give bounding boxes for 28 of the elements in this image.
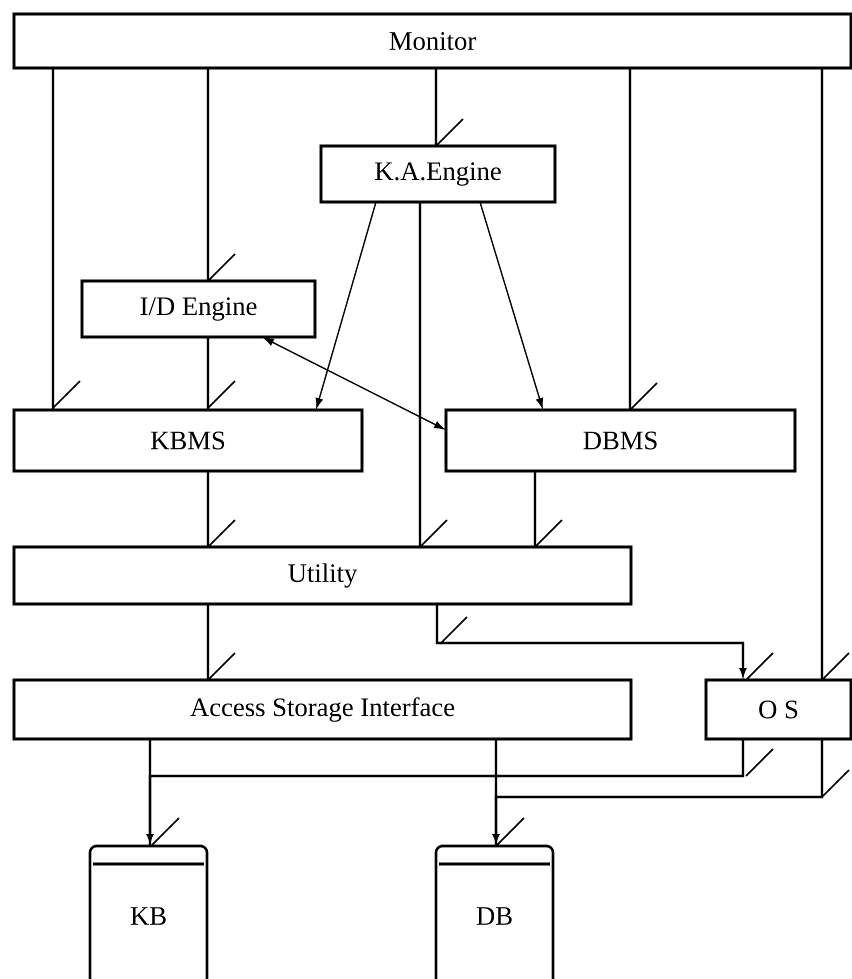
connector-line (52, 68, 54, 410)
arrow (316, 202, 377, 408)
connector-line (494, 739, 498, 846)
arrow (264, 338, 444, 430)
arrow (479, 202, 544, 408)
connector-line (148, 739, 152, 846)
box: K.A.Engine (320, 144, 556, 204)
cylinder: KB (88, 844, 208, 979)
connector-line (534, 471, 536, 547)
box: KBMS (12, 408, 364, 472)
arrow (436, 604, 746, 676)
connector-line (206, 337, 210, 410)
connector-line (206, 471, 210, 547)
box: I/D Engine (80, 280, 316, 338)
box: Monitor (12, 12, 852, 70)
connector-line (206, 604, 210, 680)
box: Access Storage Interface (12, 678, 632, 740)
box: Utility (12, 546, 632, 606)
connector-line (628, 68, 632, 410)
connector-line (820, 68, 824, 680)
connector-line (206, 68, 210, 281)
arrow (146, 739, 744, 842)
box: O S (704, 678, 852, 740)
box: DBMS (444, 408, 796, 472)
cylinder: DB (434, 844, 554, 979)
arrow (492, 739, 824, 842)
connector-line (434, 68, 438, 146)
connector-line (418, 202, 422, 547)
